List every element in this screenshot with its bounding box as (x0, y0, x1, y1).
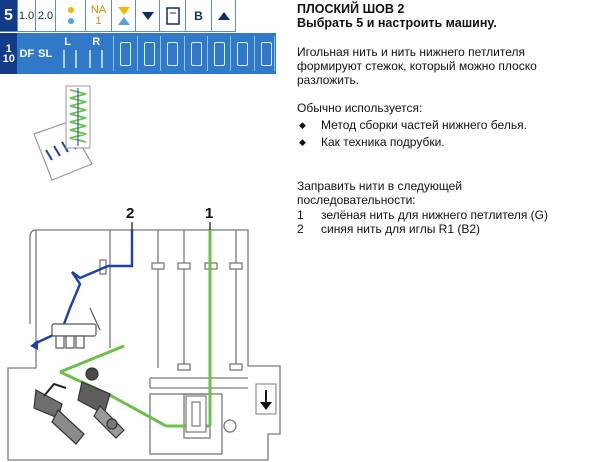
na-label: NA (90, 3, 107, 16)
knife-housing (185, 395, 207, 433)
stitch-length-2: 2.0 (36, 0, 56, 32)
blue-arrow-icon (30, 340, 38, 350)
dot-indicator (56, 0, 86, 32)
needle-dial-icon (63, 50, 103, 68)
threading-icon-6 (230, 36, 251, 71)
stitch-illustration (33, 85, 93, 181)
thread-label-2: 2 (126, 205, 134, 222)
down-arrow-setting (136, 0, 160, 32)
usage-item-text: Метод сборки частей нижнего белья. (321, 118, 527, 132)
fraction-setting: 1 10 (0, 33, 18, 74)
df-label: DF (19, 47, 35, 60)
needle-r-label: R (92, 36, 101, 48)
stitch-loops-icon (65, 85, 91, 149)
page-title: ПЛОСКИЙ ШОВ 2 (297, 2, 405, 16)
usage-heading: Обычно используется: (297, 101, 423, 115)
threading-icon-2 (136, 36, 158, 71)
bullet-icon: ◆ (299, 137, 306, 147)
usage-item: ◆ Метод сборки частей нижнего белья. (297, 118, 597, 132)
usage-item: ◆ Как техника подрубки. (297, 135, 597, 149)
needle-l-label: L (64, 36, 71, 48)
bullet-icon: ◆ (299, 120, 306, 130)
presser-foot-icon (51, 307, 101, 349)
down-arrow-icon (255, 383, 277, 415)
settings-row-bottom: 1 10 DF SL L R (0, 33, 276, 74)
triangle-setting (112, 0, 136, 32)
b-setting: B (186, 0, 212, 32)
fraction-bottom: 10 (2, 52, 15, 65)
plate-icon (165, 6, 180, 25)
dots-icon (67, 6, 74, 24)
settings-row-top: 5 1.0 2.0 NA 1 B (0, 0, 236, 32)
sl-label: SL (38, 47, 53, 60)
threading-icon-7 (253, 36, 276, 71)
step-number: 2 (297, 222, 304, 236)
step-text: зелёная нить для нижнего петлителя (G) (321, 208, 548, 222)
step-text: синяя нить для иглы R1 (B2) (321, 222, 481, 236)
threading-icon-3 (160, 36, 181, 71)
threading-diagram: 2 1 (7, 205, 281, 461)
threading-step: 1 зелёная нить для нижнего петлителя (G) (297, 208, 597, 222)
stitch-length-1: 1.0 (18, 0, 36, 32)
needle-position-setting: L R (54, 36, 112, 71)
na-value: 1 (95, 14, 102, 27)
threading-icon-5 (206, 36, 228, 71)
triangle-up-icon (217, 11, 230, 20)
fraction-top: 1 (5, 42, 12, 55)
page-subtitle: Выбрать 5 и настроить машину. (297, 16, 497, 30)
na-setting: NA 1 (86, 0, 112, 32)
step-number: 1 (297, 208, 304, 222)
looper-mechanism-icon (33, 367, 125, 445)
machine-settings-panel: 5 1.0 2.0 NA 1 B 1 10 (0, 0, 276, 74)
differential-triangle-icon (117, 6, 130, 25)
instructions-text: ПЛОСКИЙ ШОВ 2 Выбрать 5 и настроить маши… (297, 2, 597, 236)
triangle-down-icon (141, 11, 154, 20)
usage-item-text: Как техника подрубки. (321, 135, 445, 149)
plate-setting (160, 0, 186, 32)
threading-icon-4 (183, 36, 205, 71)
machine-body-outline (7, 229, 281, 461)
threading-step: 2 синяя нить для иглы R1 (B2) (297, 222, 597, 236)
stitch-number: 5 (0, 0, 18, 32)
up-arrow-setting (212, 0, 236, 32)
threading-icon-1 (113, 36, 134, 71)
threading-heading: Заправить нити в следующей последователь… (297, 179, 463, 207)
thread-guides (99, 230, 243, 371)
stitch-description: Игольная нить и нить нижнего петлителя ф… (297, 45, 537, 87)
thread-label-1: 1 (205, 205, 213, 222)
